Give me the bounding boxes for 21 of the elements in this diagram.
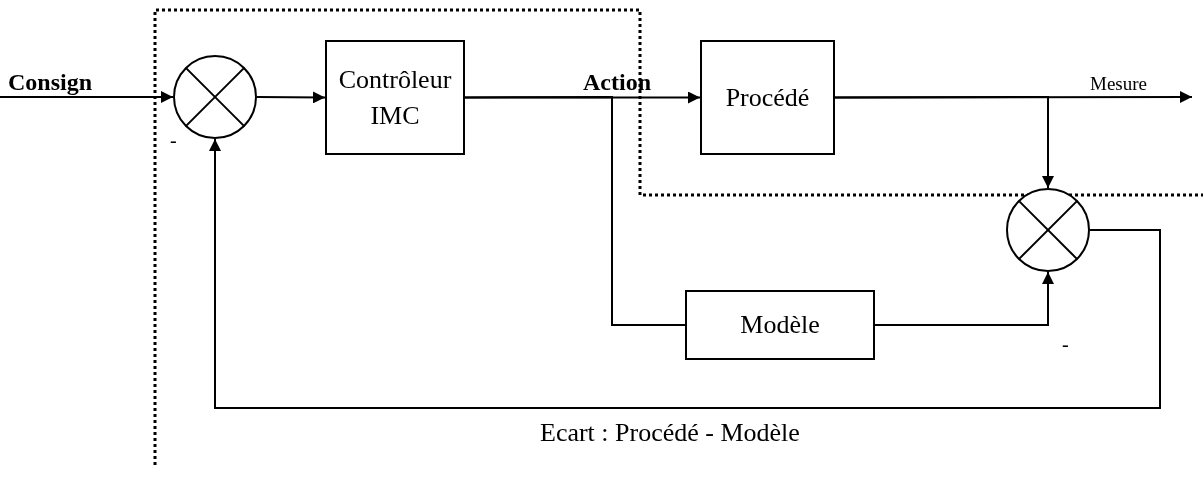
arrow — [256, 91, 326, 104]
summing-junction — [1006, 188, 1090, 272]
edge-label: Action — [583, 70, 651, 94]
arrow — [209, 138, 1161, 409]
arrow — [464, 91, 701, 104]
edge-label: Consign — [8, 70, 93, 94]
box-label: Modèle — [739, 309, 821, 342]
arrow — [0, 91, 174, 103]
connector-line — [464, 96, 686, 326]
process-box — [700, 40, 835, 155]
edge-label: Ecart : Procédé - Modèle — [540, 420, 800, 446]
summing-junction — [173, 55, 257, 139]
box-label: Procédé — [724, 81, 811, 114]
edge-label: - — [1062, 334, 1069, 354]
box-label: Contrôleur IMC — [337, 64, 453, 132]
sign-label: - — [170, 130, 177, 150]
process-box — [325, 40, 465, 155]
arrow — [834, 96, 1054, 189]
process-box — [685, 290, 875, 360]
arrow — [874, 271, 1054, 326]
edge-label: Mesure — [1090, 74, 1147, 93]
